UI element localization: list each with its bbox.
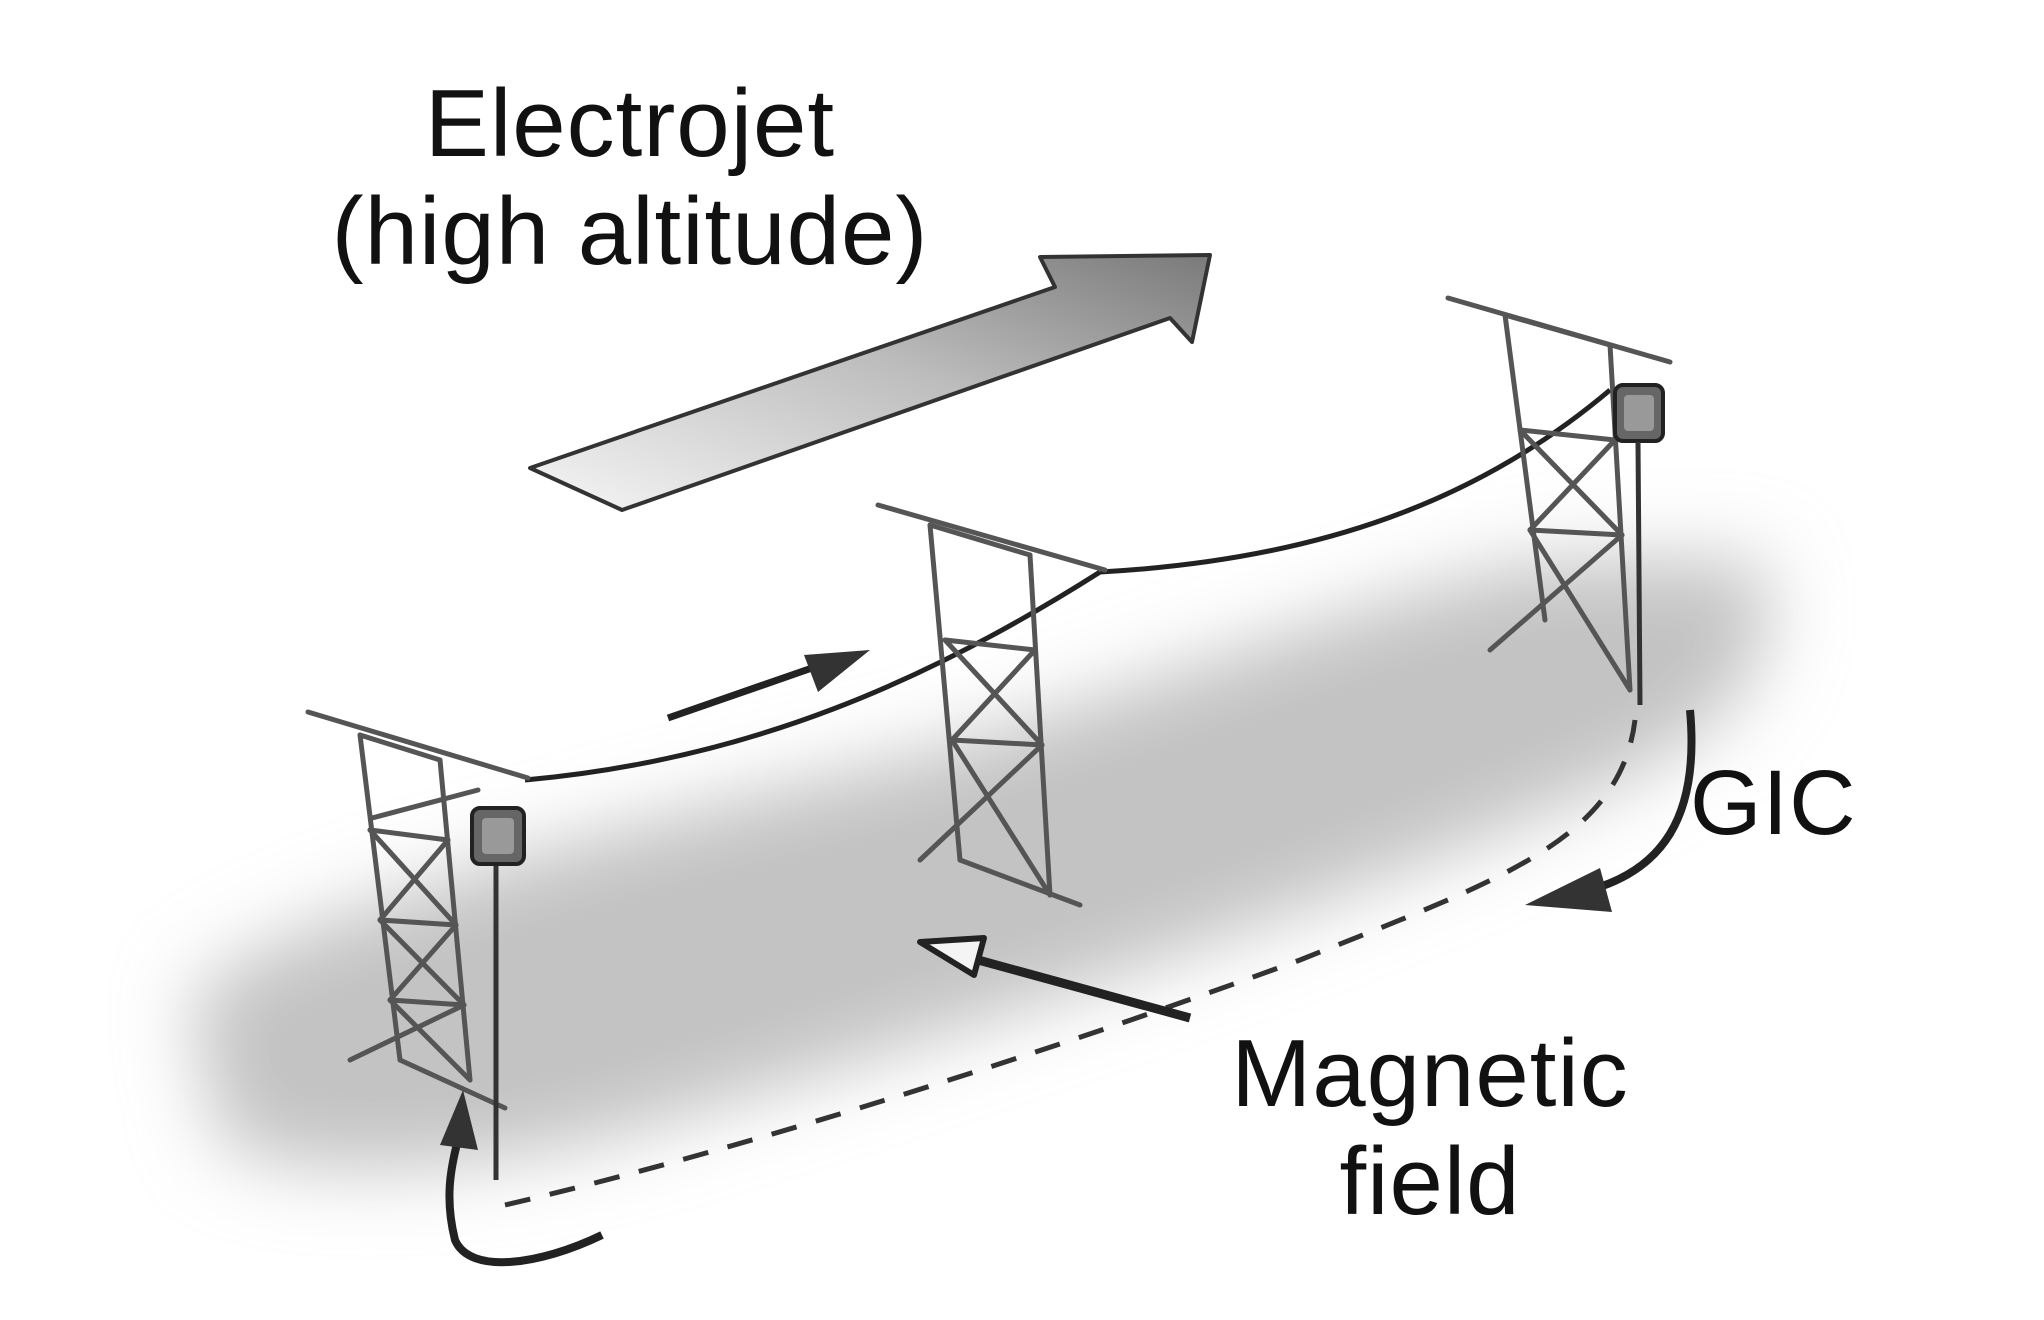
electrojet-label: Electrojet (high altitude)	[300, 70, 960, 285]
gic-arrow-right	[1525, 709, 1696, 912]
electrojet-label-line1: Electrojet	[424, 70, 836, 177]
gic-label: GIC	[1690, 752, 1857, 854]
gic-arrow-left	[440, 1090, 604, 1267]
transmission-tower-middle	[875, 502, 1108, 908]
transmission-tower-left	[305, 709, 531, 1111]
electrojet-arrow	[528, 253, 1212, 512]
magnetic-field-label-line1: Magnetic	[1231, 1020, 1629, 1127]
transformer-left	[470, 806, 526, 1180]
magnetic-field-arrow	[917, 935, 1192, 1023]
electrojet-label-line2: (high altitude)	[331, 177, 929, 285]
ground-shadow	[190, 560, 1769, 1169]
gic-ground-path	[504, 719, 1638, 1208]
magnetic-field-label: Magnetic field	[1170, 1020, 1690, 1235]
line-current-arrow	[666, 650, 870, 722]
magnetic-field-label-line2: field	[1339, 1127, 1521, 1235]
transformer-right	[1613, 383, 1665, 706]
